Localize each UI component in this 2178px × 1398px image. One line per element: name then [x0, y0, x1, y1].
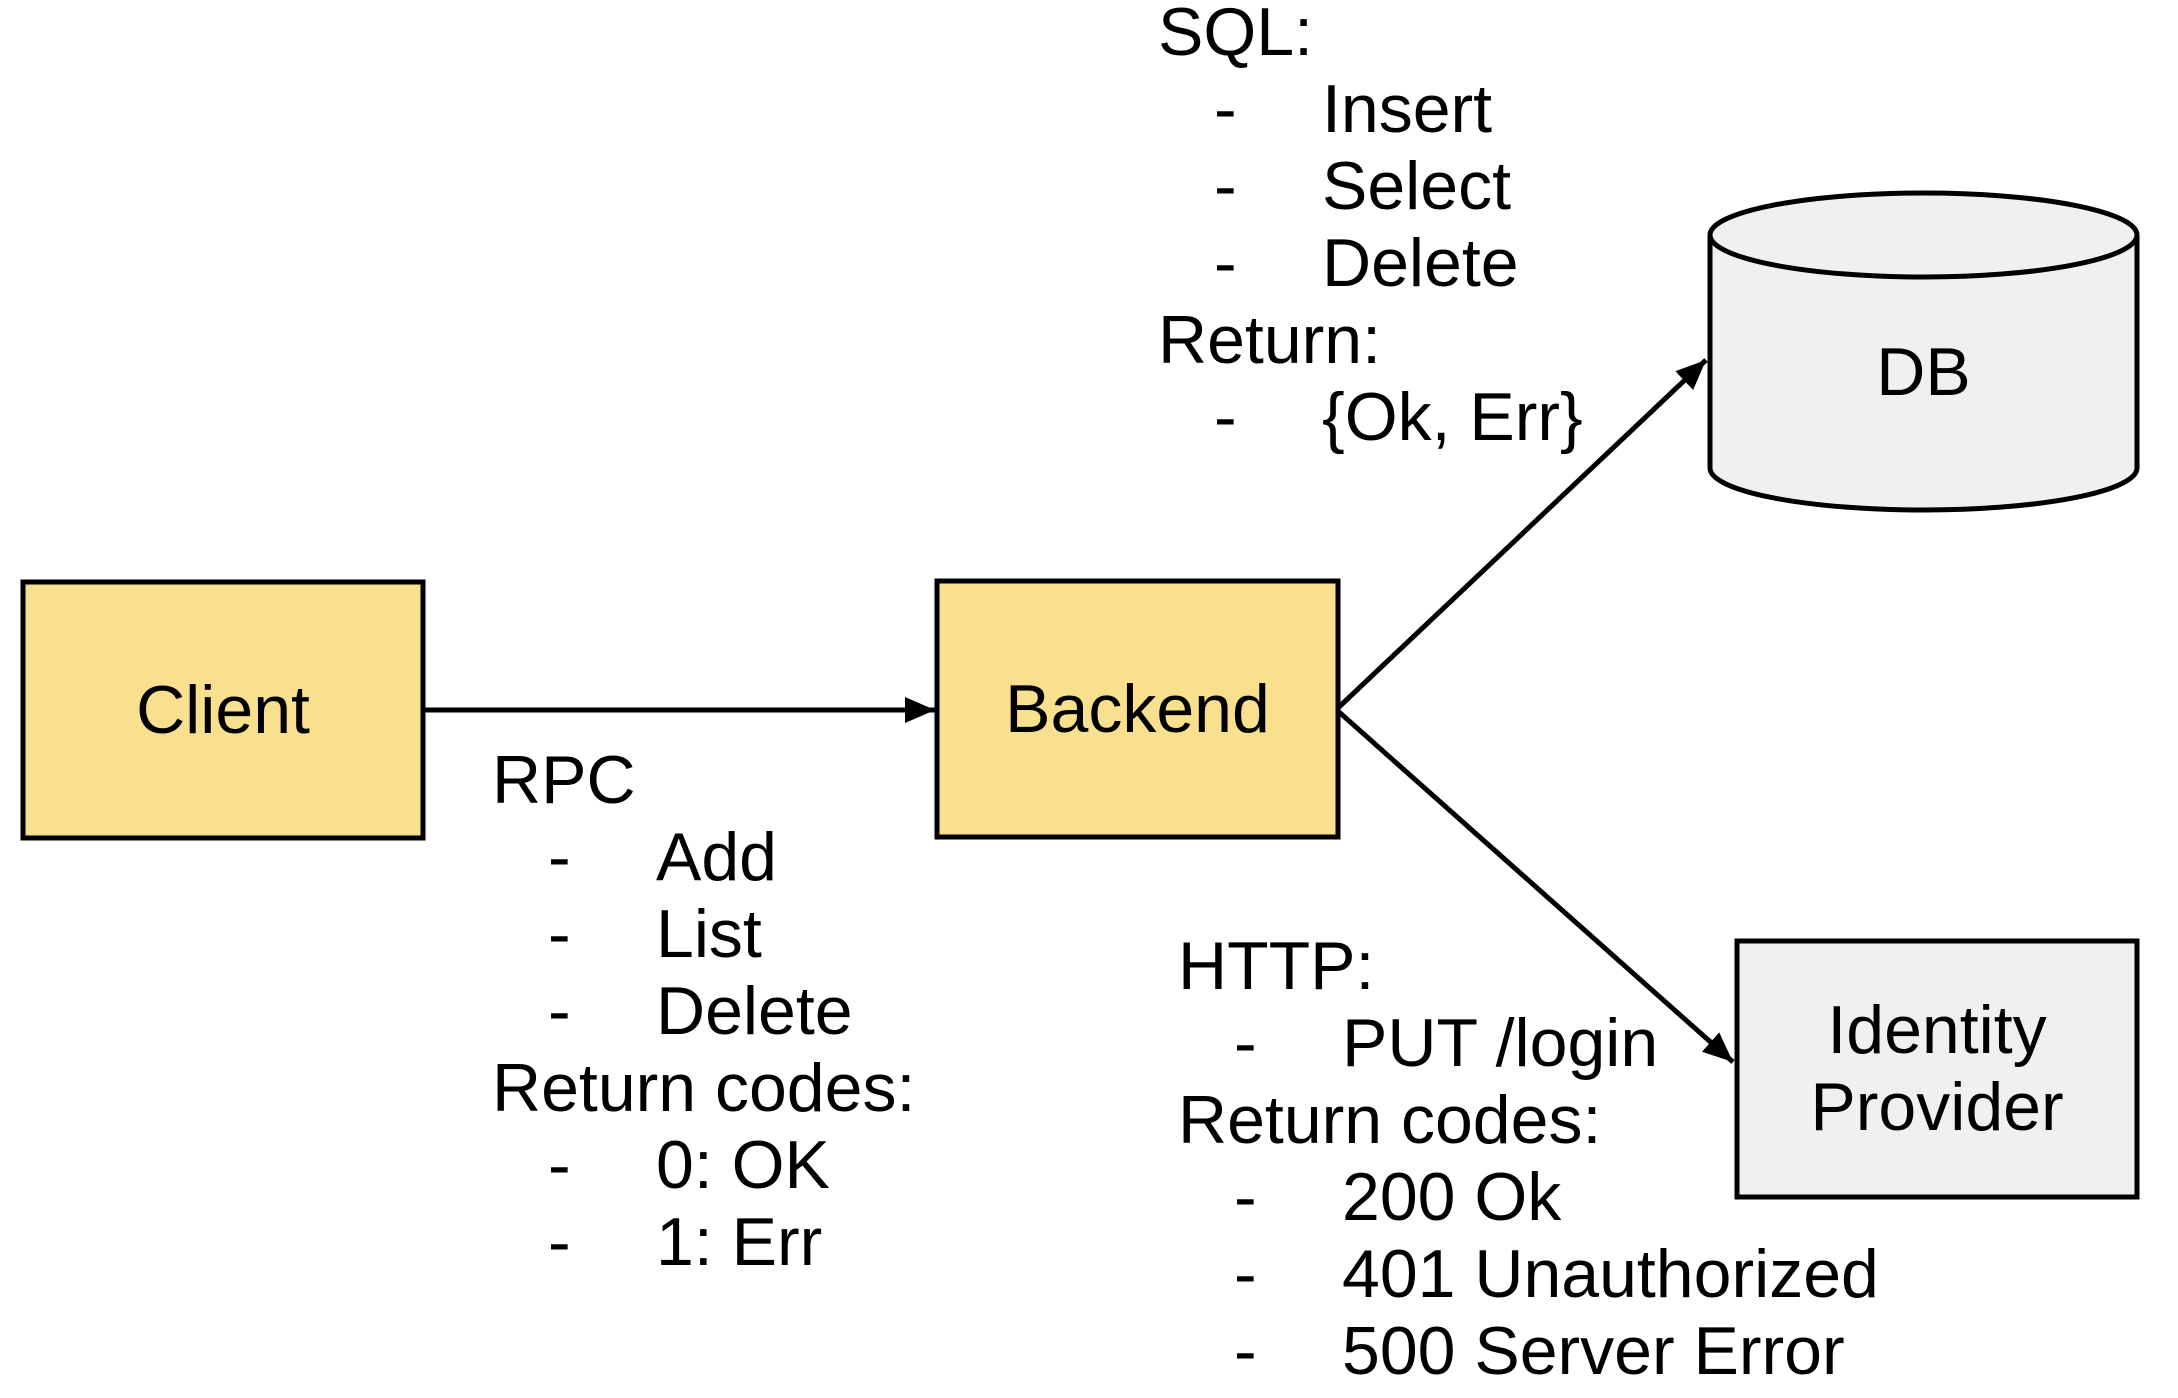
bullet-dash: - — [1214, 225, 1237, 301]
bullet-dash: - — [1214, 148, 1237, 224]
annotation-line: HTTP: — [1178, 928, 1375, 1004]
client-box-shape — [20, 579, 426, 841]
bullet-dash: - — [1234, 1159, 1257, 1235]
http-annotation: HTTP: -PUT /login Return codes: -200 Ok … — [1178, 928, 1879, 1390]
annotation-line: -PUT /login — [1234, 1005, 1659, 1081]
backend-label: Backend — [1005, 670, 1270, 747]
idp-label: Identity Provider — [1810, 992, 2064, 1145]
bullet-dash: - — [548, 1127, 571, 1203]
bullet-dash: - — [1214, 71, 1237, 147]
client-label: Client — [136, 671, 310, 748]
bullet-dash: - — [548, 819, 571, 895]
db-cylinder-body-shape — [1707, 235, 2140, 513]
annotation-line: Return: — [1158, 302, 1381, 378]
bullet-dash: - — [1214, 379, 1237, 455]
bullet-dash: - — [1234, 1236, 1257, 1312]
annotation-line: -Delete — [548, 973, 853, 1049]
annotation-line: RPC — [492, 742, 636, 818]
idp-node: Identity Provider — [1737, 941, 2137, 1197]
db-label: DB — [1876, 334, 1971, 410]
annotation-line: -200 Ok — [1234, 1159, 1562, 1235]
db-cylinder-top-shape — [1707, 190, 2140, 280]
annotation-line: -Delete — [1214, 225, 1519, 301]
annotation-line: SQL: — [1158, 0, 1313, 70]
annotation-line: -401 Unauthorized — [1234, 1236, 1879, 1312]
annotation-line: Return codes: — [1178, 1082, 1602, 1158]
annotation-line: -Insert — [1214, 71, 1493, 147]
annotation-line: -{Ok, Err} — [1214, 379, 1583, 455]
annotation-line: -Add — [548, 819, 777, 895]
bullet-dash: - — [1234, 1313, 1257, 1389]
annotation-line: -0: OK — [548, 1127, 830, 1203]
bullet-dash: - — [1234, 1005, 1257, 1081]
rpc-annotation: RPC -Add -List -Delete Return codes: -0:… — [492, 742, 915, 1281]
bullet-dash: - — [548, 973, 571, 1049]
backend-box-shape — [934, 578, 1341, 840]
client-node: Client — [23, 582, 423, 838]
annotation-line: Return codes: — [492, 1050, 916, 1126]
db-node: DB — [1710, 250, 2137, 495]
idp-box-shape — [1734, 938, 2140, 1200]
bullet-dash: - — [548, 1204, 571, 1280]
annotation-line: -500 Server Error — [1234, 1313, 1845, 1389]
backend-idp-arrow — [1337, 710, 1735, 1064]
bullet-dash: - — [548, 896, 571, 972]
annotation-line: -1: Err — [548, 1204, 823, 1280]
backend-node: Backend — [937, 581, 1338, 837]
annotation-line: -Select — [1214, 148, 1511, 224]
backend-db-arrow — [1337, 358, 1708, 709]
sql-annotation: SQL: -Insert -Select -Delete Return: -{O… — [1158, 0, 1583, 456]
annotation-line: -List — [548, 896, 762, 972]
